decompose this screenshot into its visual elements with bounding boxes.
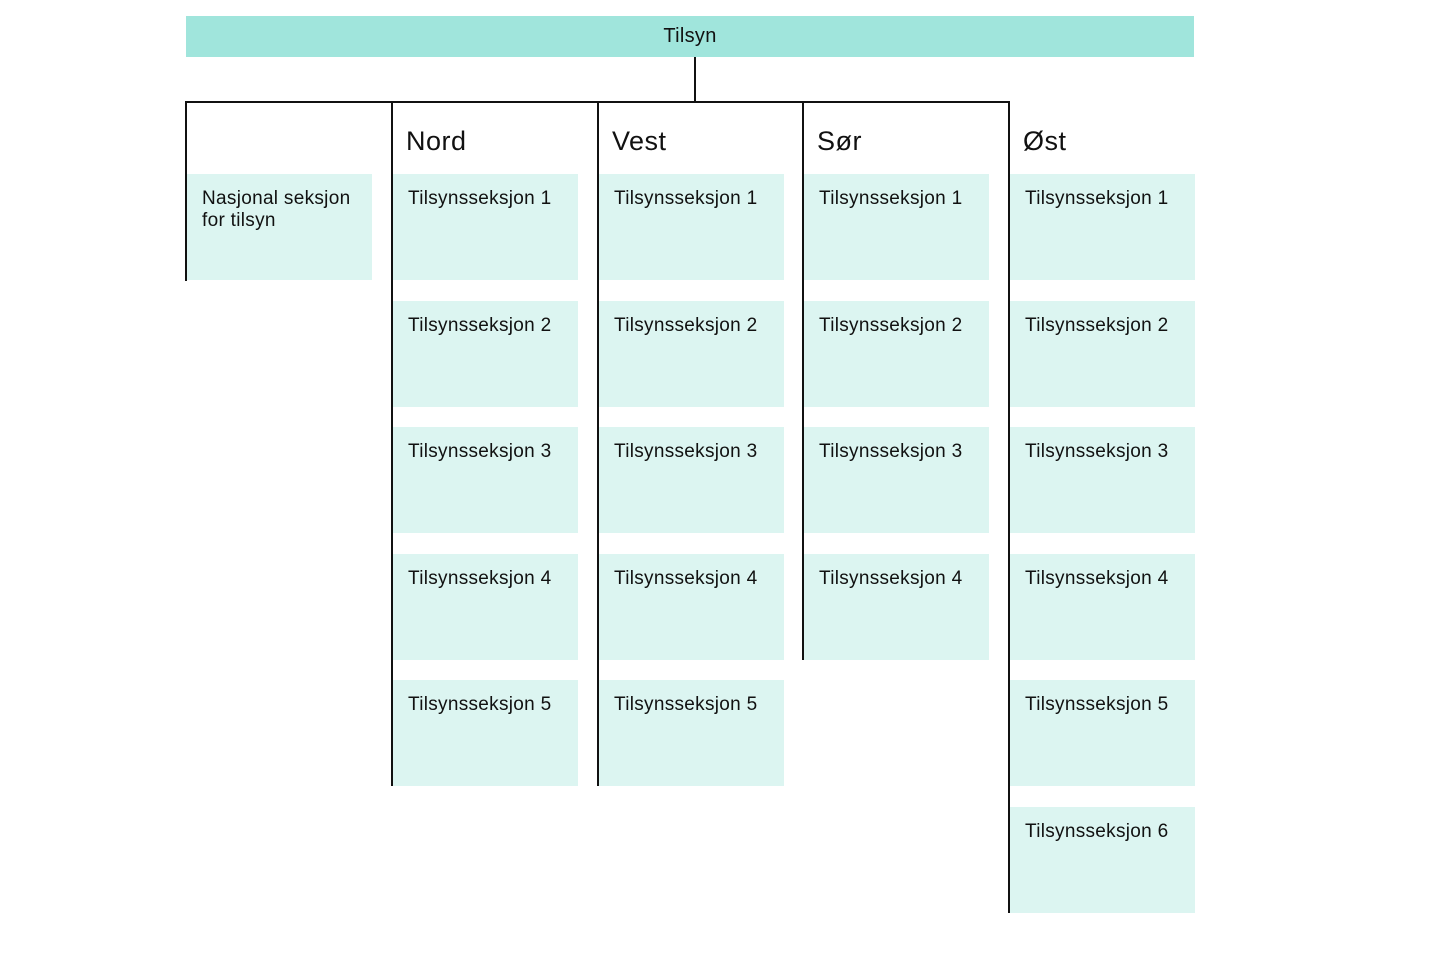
section-box-nord-3: Tilsynsseksjon 3 <box>393 427 578 533</box>
section-label: Tilsynsseksjon 3 <box>408 441 552 462</box>
section-label: Tilsynsseksjon 1 <box>819 188 963 209</box>
section-label: Tilsynsseksjon 4 <box>408 568 552 589</box>
column-national-line <box>185 101 187 281</box>
section-label: Tilsynsseksjon 2 <box>1025 315 1169 336</box>
section-box-ost-4: Tilsynsseksjon 4 <box>1010 554 1195 660</box>
section-label: Tilsynsseksjon 2 <box>408 315 552 336</box>
root-connector <box>694 57 696 102</box>
section-box-ost-2: Tilsynsseksjon 2 <box>1010 301 1195 407</box>
section-box-ost-5: Tilsynsseksjon 5 <box>1010 680 1195 786</box>
column-nord-line <box>391 101 393 786</box>
section-label: Tilsynsseksjon 5 <box>1025 694 1169 715</box>
section-box-sor-1: Tilsynsseksjon 1 <box>804 174 989 280</box>
section-label: Tilsynsseksjon 4 <box>614 568 758 589</box>
section-label: Tilsynsseksjon 1 <box>408 188 552 209</box>
section-box-sor-3: Tilsynsseksjon 3 <box>804 427 989 533</box>
region-heading-ost: Øst <box>1023 126 1067 156</box>
section-label: Tilsynsseksjon 4 <box>1025 568 1169 589</box>
section-label: Tilsynsseksjon 4 <box>819 568 963 589</box>
section-box-sor-4: Tilsynsseksjon 4 <box>804 554 989 660</box>
section-box-ost-1: Tilsynsseksjon 1 <box>1010 174 1195 280</box>
section-label: Tilsynsseksjon 1 <box>1025 188 1169 209</box>
section-box-vest-4: Tilsynsseksjon 4 <box>599 554 784 660</box>
section-box-vest-1: Tilsynsseksjon 1 <box>599 174 784 280</box>
section-box-nord-4: Tilsynsseksjon 4 <box>393 554 578 660</box>
column-sor-line <box>802 101 804 660</box>
section-box-vest-5: Tilsynsseksjon 5 <box>599 680 784 786</box>
root-node-label: Tilsyn <box>663 25 717 47</box>
section-box-ost-6: Tilsynsseksjon 6 <box>1010 807 1195 913</box>
section-label: Tilsynsseksjon 1 <box>614 188 758 209</box>
section-box-ost-3: Tilsynsseksjon 3 <box>1010 427 1195 533</box>
national-section-box: Nasjonal seksjon for tilsyn <box>187 174 372 280</box>
column-vest-line <box>597 101 599 786</box>
section-label: Tilsynsseksjon 3 <box>614 441 758 462</box>
section-label: Tilsynsseksjon 3 <box>1025 441 1169 462</box>
region-heading-sor: Sør <box>817 126 862 156</box>
section-label: Tilsynsseksjon 5 <box>614 694 758 715</box>
section-box-vest-2: Tilsynsseksjon 2 <box>599 301 784 407</box>
section-label: Tilsynsseksjon 3 <box>819 441 963 462</box>
section-label: Tilsynsseksjon 2 <box>819 315 963 336</box>
section-box-nord-5: Tilsynsseksjon 5 <box>393 680 578 786</box>
section-label: Tilsynsseksjon 5 <box>408 694 552 715</box>
section-label: Tilsynsseksjon 2 <box>614 315 758 336</box>
section-box-sor-2: Tilsynsseksjon 2 <box>804 301 989 407</box>
region-heading-nord: Nord <box>406 126 467 156</box>
section-label: Tilsynsseksjon 6 <box>1025 821 1169 842</box>
root-node-tilsyn: Tilsyn <box>186 16 1194 57</box>
section-box-nord-1: Tilsynsseksjon 1 <box>393 174 578 280</box>
national-section-label: Nasjonal seksjon for tilsyn <box>202 188 351 231</box>
section-box-nord-2: Tilsynsseksjon 2 <box>393 301 578 407</box>
column-ost-line <box>1008 101 1010 913</box>
section-box-vest-3: Tilsynsseksjon 3 <box>599 427 784 533</box>
region-heading-vest: Vest <box>612 126 667 156</box>
